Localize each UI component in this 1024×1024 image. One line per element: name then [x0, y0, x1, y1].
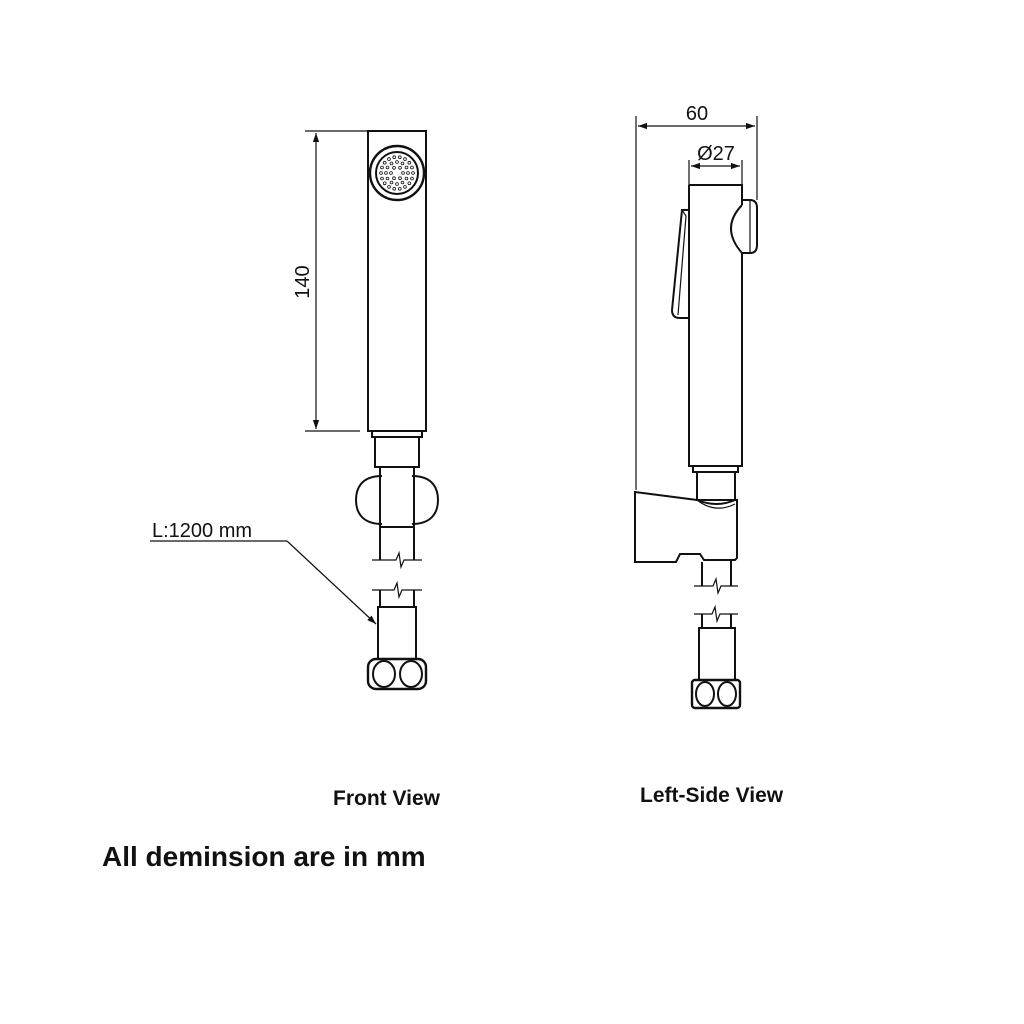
height-dimension-label: 140: [292, 265, 314, 298]
side-handle-body: [688, 184, 743, 467]
spray-hole: [401, 171, 405, 175]
spray-hole: [400, 161, 405, 166]
spray-hole: [398, 166, 402, 170]
side-view-drawing: 60 Ø27: [634, 103, 758, 710]
spray-hole: [407, 181, 412, 186]
spray-hole: [410, 165, 414, 170]
trigger-lever: [670, 209, 690, 319]
spray-hole: [392, 187, 397, 191]
spray-hole: [385, 165, 390, 170]
diameter-dimension-label: Ø27: [697, 143, 735, 165]
diameter-dimension: Ø27: [688, 143, 743, 185]
spray-hole: [404, 165, 409, 170]
spray-nozzle: [368, 144, 426, 202]
spray-hole: [392, 166, 396, 170]
spray-hole: [403, 185, 407, 189]
spray-hole: [395, 182, 399, 186]
spray-hole: [400, 180, 405, 185]
side-view-label: Left-Side View: [640, 784, 784, 807]
spray-hole: [397, 187, 402, 191]
width-dimension: 60: [635, 103, 758, 490]
spray-hole: [380, 165, 384, 170]
spray-hole: [410, 176, 414, 181]
spray-hole: [389, 161, 394, 166]
front-hex-nut: [366, 657, 428, 691]
spray-hole: [406, 171, 410, 175]
spray-hole: [403, 157, 407, 161]
spray-hole: [387, 185, 391, 189]
spray-hole: [382, 160, 387, 165]
side-wall-bracket: [634, 490, 738, 563]
spray-hole: [385, 176, 390, 181]
spray-hole: [395, 160, 399, 164]
wall-bracket: [354, 475, 440, 525]
height-dimension: 140: [292, 130, 368, 432]
spray-hole: [404, 176, 409, 181]
front-view-drawing: 140 L:1200 mm: [150, 130, 440, 691]
spray-hole: [392, 176, 396, 181]
spray-hole: [379, 171, 383, 175]
hose-length-leader: L:1200 mm: [150, 520, 377, 625]
spray-hole: [387, 157, 391, 161]
spray-hole: [380, 176, 384, 181]
front-view-label: Front View: [333, 787, 440, 810]
spray-hole: [382, 181, 387, 186]
spray-hole: [411, 171, 415, 175]
spray-hole: [407, 160, 412, 165]
spray-hole: [389, 180, 394, 185]
units-note: All deminsion are in mm: [102, 841, 426, 872]
spray-hole: [389, 171, 393, 175]
spray-hole: [398, 176, 402, 181]
spray-hole: [397, 155, 402, 160]
side-hex-nut: [690, 678, 742, 710]
spray-hole: [392, 155, 397, 160]
width-dimension-label: 60: [686, 103, 708, 125]
hose-length-label: L:1200 mm: [152, 520, 252, 542]
spray-hole: [384, 171, 388, 175]
